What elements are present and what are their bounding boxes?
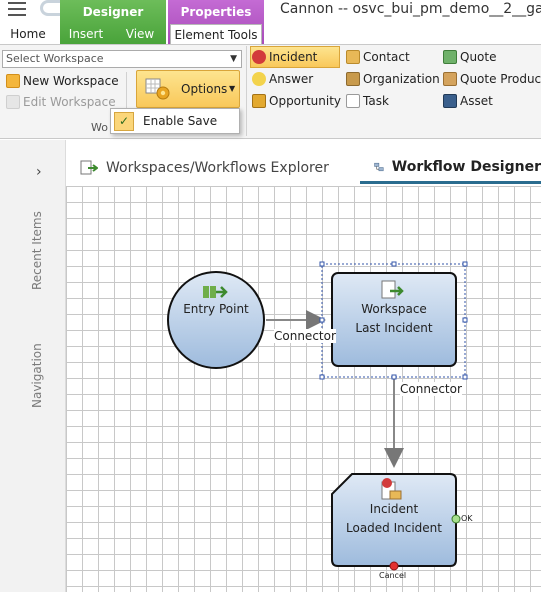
enable-save-menu-item[interactable]: Enable Save	[143, 114, 218, 128]
incident-node[interactable]	[331, 473, 457, 567]
contact-icon	[346, 50, 360, 64]
incident-icon	[252, 50, 266, 64]
contact-button[interactable]: Contact	[346, 47, 410, 67]
opportunity-icon	[252, 94, 266, 108]
entry-point-label: Entry Point	[183, 302, 249, 316]
opportunity-button[interactable]: Opportunity	[252, 91, 341, 111]
ribbon-separator	[246, 46, 247, 136]
window-title: Cannon -- osvc_bui_pm_demo__2__ga	[280, 1, 541, 17]
workspace-node-title: Workspace	[361, 302, 427, 316]
quote-label: Quote	[460, 50, 497, 64]
doc-tab-explorer[interactable]: Workspaces/Workflows Explorer	[80, 152, 329, 184]
quote-product-label: Quote Product	[460, 72, 541, 86]
quote-icon	[443, 50, 457, 64]
workspace-icon	[381, 280, 404, 299]
app-logo	[40, 0, 64, 16]
entry-point-node[interactable]	[167, 271, 265, 369]
options-gear-icon	[145, 78, 170, 100]
chevron-down-icon: ▼	[230, 54, 237, 64]
task-label: Task	[363, 94, 389, 108]
left-sidebar	[0, 140, 66, 592]
tab-element-tools[interactable]: Element Tools	[170, 24, 262, 44]
task-button[interactable]: Task	[346, 91, 389, 111]
ok-port-label: OK	[461, 514, 473, 523]
new-workspace-label: New Workspace	[23, 74, 119, 88]
edit-workspace-label: Edit Workspace	[23, 95, 116, 109]
tab-view[interactable]: View	[125, 27, 155, 41]
connector-label-1: Connector	[274, 329, 336, 343]
hamburger-menu-icon[interactable]	[8, 2, 26, 16]
quote-product-button[interactable]: Quote Product	[443, 69, 541, 89]
doc-tab-workflow-designer[interactable]: Workflow Designer	[360, 152, 541, 184]
workspace-node[interactable]	[331, 272, 457, 367]
contact-label: Contact	[363, 50, 410, 64]
doc-tab-explorer-label: Workspaces/Workflows Explorer	[106, 160, 329, 176]
quote-product-icon	[443, 72, 457, 86]
answer-button[interactable]: Answer	[252, 69, 313, 89]
workflow-designer-icon	[374, 162, 384, 171]
opportunity-label: Opportunity	[269, 94, 342, 108]
incident-node-icon	[381, 478, 402, 500]
ribbon-separator	[126, 72, 127, 112]
incident-node-subtitle: Loaded Incident	[346, 521, 442, 535]
expand-sidebar-icon[interactable]: ›	[36, 164, 42, 180]
task-icon	[346, 94, 360, 108]
new-workspace-icon	[6, 74, 20, 88]
context-designer-label: Designer	[82, 5, 144, 19]
tab-insert[interactable]: Insert	[68, 27, 104, 41]
options-button[interactable]: Options ▼	[136, 70, 240, 108]
context-properties-label: Properties	[180, 5, 252, 19]
cancel-port[interactable]	[389, 561, 399, 571]
incident-button-bg	[250, 46, 340, 68]
chevron-down-icon: ▼	[229, 84, 236, 93]
answer-label: Answer	[269, 72, 314, 86]
context-tab-group-designer: Designer	[60, 0, 166, 44]
tab-home[interactable]: Home	[10, 27, 46, 41]
organization-label: Organization	[363, 72, 440, 86]
incident-button[interactable]: Incident	[252, 47, 317, 67]
organization-button[interactable]: Organization	[346, 69, 440, 89]
edit-workspace-icon	[6, 95, 20, 109]
incident-label: Incident	[269, 50, 318, 64]
workspace-node-subtitle: Last Incident	[355, 321, 433, 335]
select-workspace-placeholder: Select Workspace	[6, 52, 104, 65]
entry-point-icon	[203, 286, 228, 298]
checkmark-icon: ✓	[114, 112, 134, 131]
explorer-icon	[80, 160, 98, 175]
ok-port[interactable]	[451, 514, 461, 524]
selection-handles[interactable]	[319, 261, 468, 380]
options-label: Options	[181, 82, 228, 96]
edit-workspace-button[interactable]: Edit Workspace	[6, 92, 116, 112]
lightbulb-icon	[252, 72, 266, 86]
connector-label-2: Connector	[400, 382, 462, 396]
incident-node-title: Incident	[369, 502, 419, 516]
ribbon-group-label: Wo	[91, 121, 108, 134]
asset-icon	[443, 94, 457, 108]
organization-icon	[346, 72, 360, 86]
options-menu: ✓ Enable Save	[110, 108, 240, 134]
select-workspace-dropdown[interactable]: Select Workspace ▼	[2, 50, 242, 68]
asset-button[interactable]: Asset	[443, 91, 493, 111]
cancel-port-label: Cancel	[379, 571, 407, 580]
new-workspace-button[interactable]: New Workspace	[6, 71, 119, 91]
doc-tab-designer-label: Workflow Designer	[391, 158, 541, 175]
quote-button[interactable]: Quote	[443, 47, 496, 67]
asset-label: Asset	[460, 94, 493, 108]
